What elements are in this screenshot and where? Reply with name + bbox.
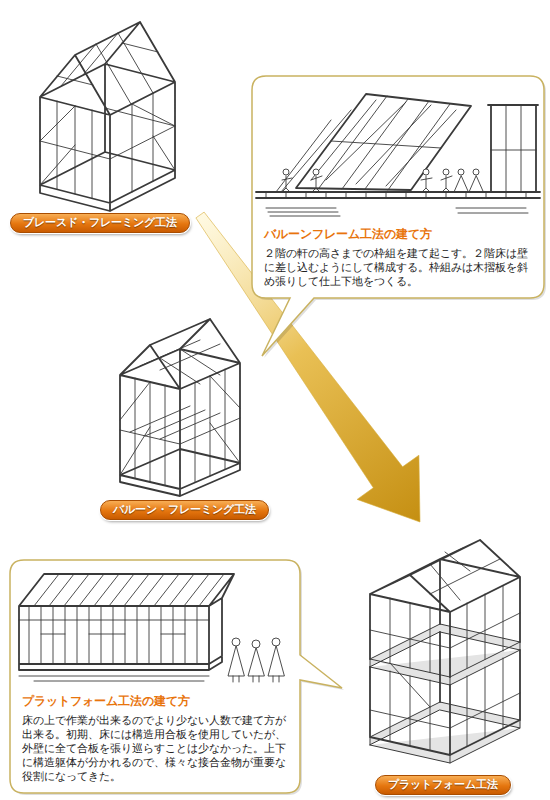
scene-lines — [19, 574, 224, 681]
bubble-border — [10, 560, 342, 793]
callout-heading: プラットフォーム工法の建て方 — [22, 693, 288, 709]
bubble-border — [252, 76, 544, 356]
callout-bubble: プラットフォーム工法の建て方床の上で作業が出来るのでより少ない人数で建て方が出来… — [10, 560, 300, 793]
method-group: ブレースド・フレーミング工法 — [10, 5, 200, 233]
person-head — [313, 169, 319, 175]
wall-raising-scene — [256, 80, 540, 222]
method-label: プラットフォーム工法 — [375, 775, 511, 795]
method-group: バルーン・フレーミング工法 — [100, 305, 273, 520]
person-head — [473, 169, 479, 175]
frame-lines — [370, 548, 520, 750]
person-head — [272, 638, 280, 646]
person-figure — [228, 646, 284, 682]
method-label: ブレースド・フレーミング工法 — [10, 213, 190, 233]
method-group: プラットフォーム工法 — [345, 522, 540, 795]
callout-bubble: バルーンフレーム工法の建て方 ２階の軒の高さまでの枠組を建て起こす。２階床は壁に差… — [252, 76, 544, 298]
balloon-frame-drawing — [100, 305, 260, 495]
frame-lines — [120, 340, 240, 485]
person-head — [252, 640, 260, 648]
method-label: バルーン・フレーミング工法 — [100, 500, 269, 520]
scene-lines — [19, 574, 234, 670]
callout-heading: バルーンフレーム工法の建て方 — [264, 226, 532, 242]
braced-frame-drawing — [10, 5, 200, 215]
frame-lines — [120, 319, 240, 496]
platform-raising-scene — [14, 564, 296, 689]
floor-platform — [370, 624, 520, 685]
frame-lines — [370, 540, 520, 755]
person-head — [458, 169, 464, 175]
person-head — [443, 169, 449, 175]
frame-lines — [40, 33, 175, 198]
person-head — [232, 638, 240, 646]
platform-frame-drawing — [345, 520, 540, 770]
frame-lines — [40, 22, 175, 211]
person-head — [283, 169, 289, 175]
person-head — [423, 169, 429, 175]
person-figure — [454, 176, 483, 192]
callout-text: 床の上で作業が出来るのでより少ない人数で建て方が出来る。初期、床には構造用合板を… — [22, 713, 288, 783]
callout-text: ２階の軒の高さまでの枠組を建て起こす。２階床は壁に差し込むようにして構成する。枠… — [264, 246, 532, 288]
scene-lines — [266, 96, 536, 216]
